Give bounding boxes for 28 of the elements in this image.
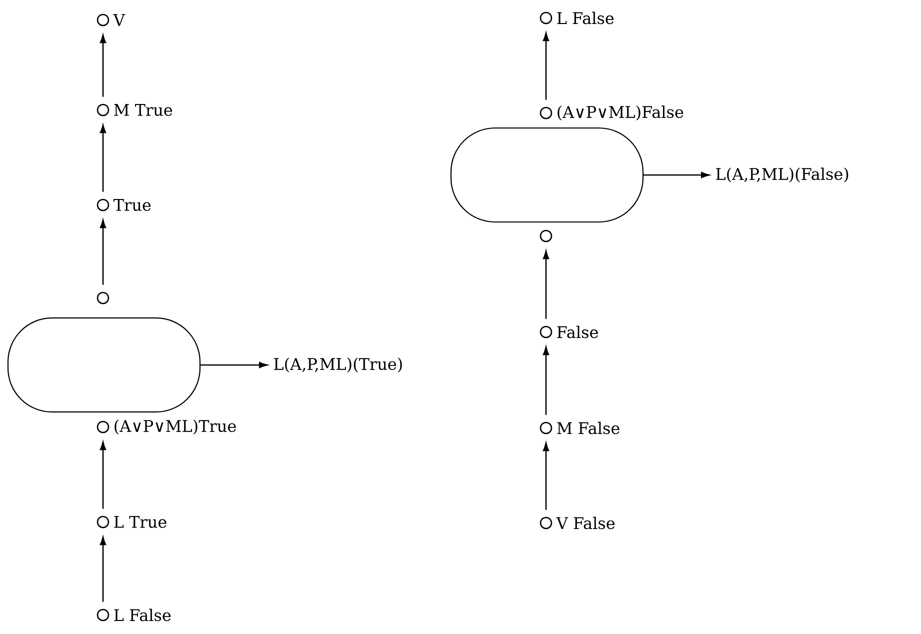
node-label: V xyxy=(113,14,126,26)
node-label: (A∨P∨ML)True xyxy=(114,420,236,434)
node-label: M True xyxy=(114,104,172,116)
node-label: M False xyxy=(557,422,620,434)
arrow xyxy=(542,442,550,510)
node-label: L True xyxy=(114,516,166,528)
arrow xyxy=(200,362,268,368)
output-label: L(A,P,ML)(False) xyxy=(716,168,848,182)
arrow xyxy=(542,32,550,100)
node-label: (A∨P∨ML)False xyxy=(558,106,684,120)
arrow xyxy=(100,124,106,192)
node-label: L False xyxy=(557,12,614,24)
arrow xyxy=(100,220,106,285)
arrow xyxy=(542,250,550,319)
arrow xyxy=(100,34,106,97)
arrow xyxy=(542,346,550,415)
node-label: False xyxy=(557,326,598,338)
rounded-box xyxy=(7,317,201,413)
node-label: L False xyxy=(114,608,171,622)
rounded-box xyxy=(450,127,644,223)
output-label: L(A,P,ML)(True) xyxy=(274,358,402,372)
arrow xyxy=(644,172,710,178)
circle-marker xyxy=(96,292,110,304)
node-label: V False xyxy=(556,516,615,530)
circle-marker xyxy=(540,230,552,242)
arrow xyxy=(100,442,106,509)
node-label: True xyxy=(114,199,151,211)
arrow xyxy=(100,536,106,602)
